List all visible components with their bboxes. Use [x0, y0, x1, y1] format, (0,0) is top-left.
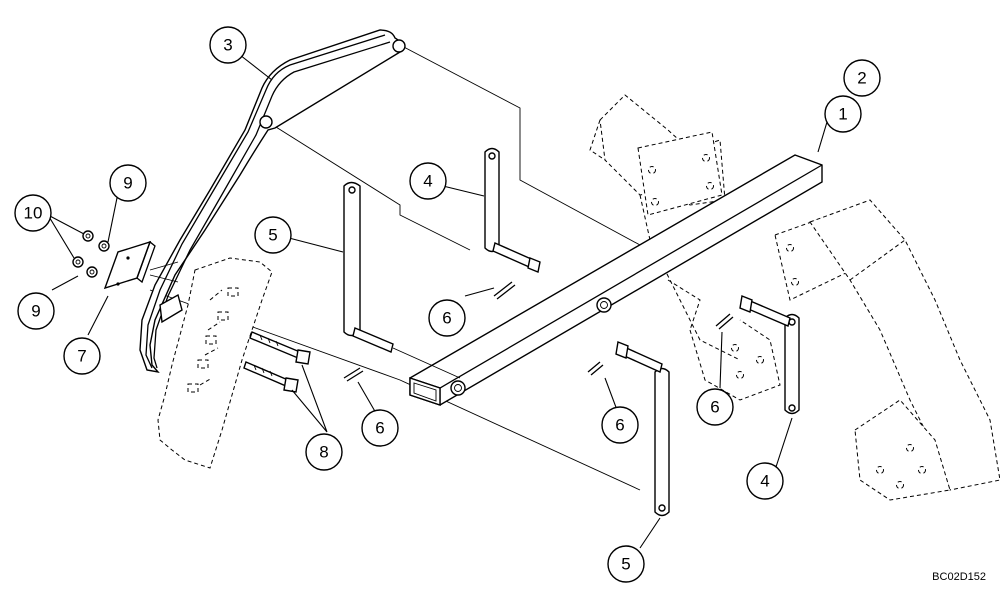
phantom-mounting-bracket-lower — [689, 199, 1000, 501]
mounting-plate-part — [103, 240, 179, 290]
callout-6-left: 6 — [361, 409, 399, 447]
callout-9-top-label: 9 — [123, 174, 132, 193]
callout-6-center: 6 — [428, 299, 466, 337]
callout-5-left-label: 5 — [268, 226, 277, 245]
link-bar-left — [343, 181, 461, 379]
reference-code: BC02D152 — [932, 571, 986, 583]
callout-7-label: 7 — [77, 347, 86, 366]
callout-6-far-right: 6 — [696, 388, 734, 426]
callout-2: 2 — [843, 59, 881, 97]
callout-10: 10 — [14, 194, 52, 232]
callout-3-label: 3 — [223, 36, 232, 55]
callout-1-label: 1 — [838, 105, 847, 124]
callout-8-label: 8 — [319, 443, 328, 462]
curved-arm-part — [139, 29, 406, 374]
callout-7: 7 — [63, 337, 101, 375]
callout-1: 1 — [824, 95, 862, 133]
callout-3: 3 — [209, 26, 247, 64]
callout-5-bottom: 5 — [607, 545, 645, 583]
callout-4-bottom-label: 4 — [760, 472, 769, 491]
square-tube-beam — [409, 154, 823, 406]
phantom-shield — [157, 257, 273, 469]
link-bar-lower-right — [739, 295, 800, 415]
callout-6-right-label: 6 — [615, 416, 624, 435]
callout-9-top: 9 — [109, 164, 147, 202]
callout-4-top: 4 — [409, 162, 447, 200]
callout-5-bottom-label: 5 — [621, 555, 630, 574]
callout-2-label: 2 — [857, 69, 866, 88]
callout-6-left-label: 6 — [375, 419, 384, 438]
callout-6-far-right-label: 6 — [710, 398, 719, 417]
phantom-mounting-bracket-upper — [589, 94, 741, 361]
callout-9-bottom-label: 9 — [31, 302, 40, 321]
callout-8: 8 — [305, 433, 343, 471]
link-bar-upper — [484, 147, 541, 273]
callout-6-center-label: 6 — [442, 309, 451, 328]
callout-10-label: 10 — [24, 204, 43, 223]
callout-5-left: 5 — [254, 216, 292, 254]
nuts-and-washers — [72, 230, 110, 278]
callout-9-bottom: 9 — [17, 292, 55, 330]
link-bar-bottom — [615, 341, 670, 517]
callout-4-bottom: 4 — [746, 462, 784, 500]
cotter-pins — [343, 281, 734, 382]
leader-lines — [47, 54, 831, 549]
callout-6-right: 6 — [601, 406, 639, 444]
bolts-part — [243, 331, 311, 393]
callout-4-top-label: 4 — [423, 172, 432, 191]
